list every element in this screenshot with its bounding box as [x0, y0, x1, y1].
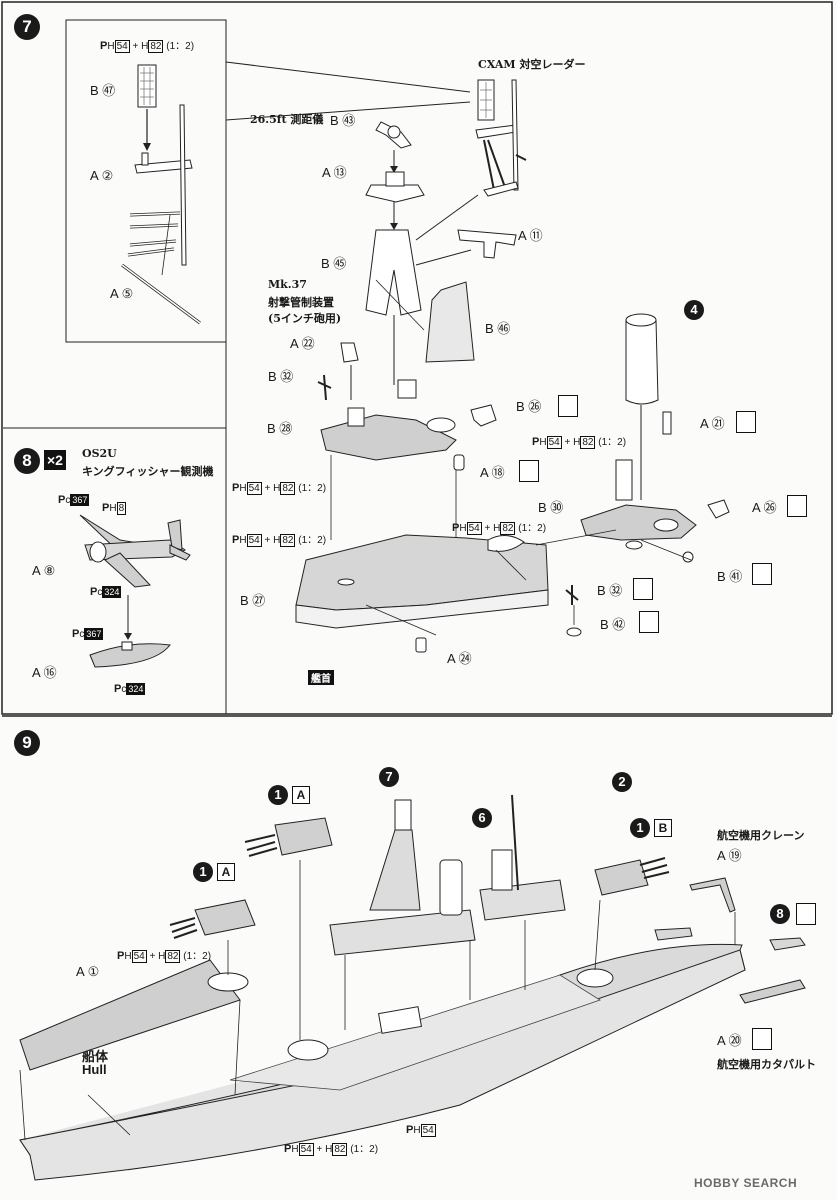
step7-assembly-drawing — [295, 79, 730, 653]
radar-mast-inset-drawing — [121, 64, 201, 325]
part-a2: A ② — [90, 168, 114, 183]
part-a26: A ㉖ — [752, 500, 777, 515]
part-a1: A ① — [76, 964, 100, 979]
subassembly-4-marker: 4 — [684, 300, 704, 320]
bow-direction-label: 艦首 — [308, 670, 334, 685]
aircraft-catapult-label: 航空機用カタパルト — [717, 1058, 816, 1071]
part-a18: A ⑱ — [480, 465, 505, 480]
part-a11: A ⑪ — [518, 228, 543, 243]
paint-brush-symbol — [633, 578, 653, 600]
part-b41: B ㊶ — [717, 569, 743, 584]
kingfisher-drawing — [79, 514, 191, 668]
part-b43: B ㊸ — [330, 113, 356, 128]
part-b30: B ㉚ — [538, 500, 564, 515]
subassembly-8-marker: 8 — [770, 904, 790, 924]
part-a13: A ⑬ — [322, 165, 347, 180]
watermark: HOBBY SEARCH — [694, 1176, 798, 1190]
subassembly-1c-marker: 1 — [193, 862, 213, 882]
part-a24: A ㉔ — [447, 651, 472, 666]
part-a16: A ⑯ — [32, 665, 57, 680]
turret-ref-b: B — [654, 819, 672, 837]
step8-multiplier: ×2 — [44, 450, 66, 470]
mk37-label-3: (5インチ砲用) — [268, 312, 342, 325]
subassembly-7-marker: 7 — [379, 767, 399, 787]
mk37-label-1: Mk.37 — [268, 278, 307, 291]
step-7-number: 7 — [14, 14, 40, 40]
part-b47: B ㊼ — [90, 83, 116, 98]
subassembly-6-marker: 6 — [472, 808, 492, 828]
part-b32: B ㉜ — [268, 369, 294, 384]
paint-brush-symbol — [752, 1028, 772, 1050]
aircraft-crane-label: 航空機用クレーン — [717, 829, 805, 842]
part-a20: A ⑳ — [717, 1033, 742, 1048]
paint-brush-symbol — [639, 611, 659, 633]
step-9-number: 9 — [14, 730, 40, 756]
cxam-radar-label: CXAM 対空レーダー — [478, 58, 586, 71]
part-b32-second: B ㉜ — [597, 583, 623, 598]
turret-ref-a2: A — [217, 863, 235, 881]
part-a19: A ⑲ — [717, 848, 742, 863]
subassembly-2-marker: 2 — [612, 772, 632, 792]
battleship-hull-drawing — [19, 794, 806, 1181]
part-a22: A ㉒ — [290, 336, 315, 351]
mk37-label-2: 射撃管制装置 — [268, 296, 334, 309]
subassembly-1b-marker: 1 — [630, 818, 650, 838]
part-b27: B ㉗ — [240, 593, 266, 608]
paint-brush-symbol — [558, 395, 578, 417]
part-a5: A ⑤ — [110, 286, 134, 301]
step-8-number: 8 — [14, 448, 40, 474]
part-a21: A ㉑ — [700, 416, 725, 431]
step8-title-1: OS2U — [82, 447, 117, 460]
part-b28: B ㉘ — [267, 421, 293, 436]
part-b26: B ㉖ — [516, 399, 542, 414]
subassembly-1-marker: 1 — [268, 785, 288, 805]
paint-brush-symbol — [519, 460, 539, 482]
paint-brush-symbol — [796, 903, 816, 925]
step8-title-2: キングフィッシャー観測機 — [82, 465, 214, 478]
part-b45: B ㊺ — [321, 256, 347, 271]
part-b42: B ㊷ — [600, 617, 626, 632]
paint-brush-symbol — [787, 495, 807, 517]
paint-brush-symbol — [752, 563, 772, 585]
hull-label-jp: 船体 — [82, 1049, 109, 1064]
paint-brush-symbol — [736, 411, 756, 433]
part-b46: B ㊻ — [485, 321, 511, 336]
part-a8: A ⑧ — [32, 563, 56, 578]
turret-ref-a: A — [292, 786, 310, 804]
rangefinder-label: 26.5ft 測距儀 — [250, 113, 324, 126]
hull-label-en: Hull — [82, 1062, 107, 1077]
